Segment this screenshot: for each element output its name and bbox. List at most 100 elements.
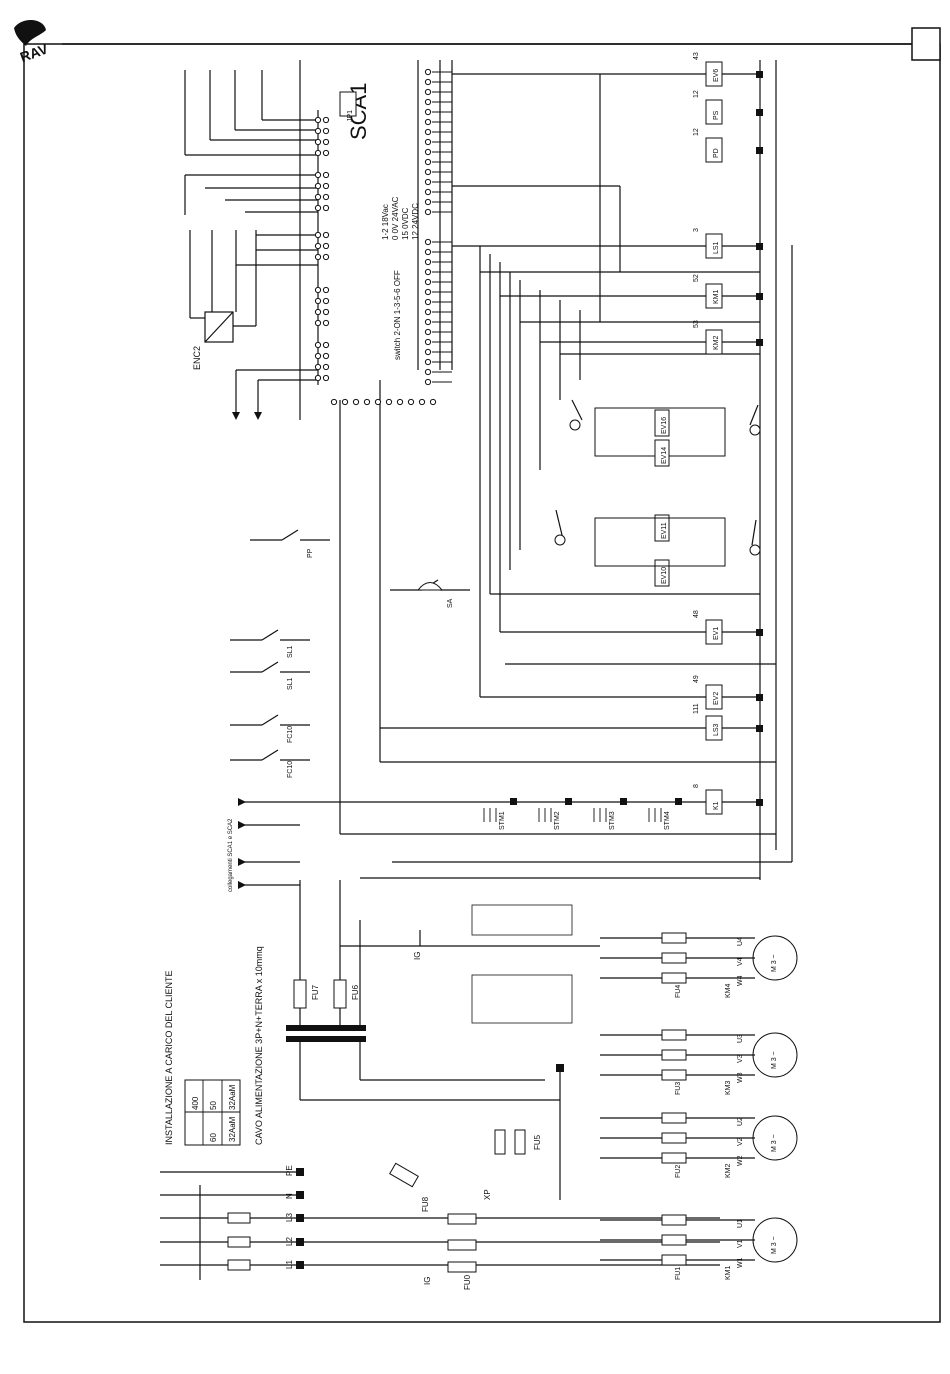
signal-wires (300, 73, 792, 879)
svg-text:JP1: JP1 (347, 110, 354, 122)
terminal-label: N (285, 1193, 294, 1199)
wire-label: 53 (693, 320, 700, 328)
phase-label: V4 (737, 957, 744, 966)
valve-label: EV10 (661, 567, 668, 584)
valve-ev11 (654, 514, 670, 542)
phase-label: V2 (737, 1137, 744, 1146)
svg-text:400: 400 (191, 1096, 200, 1110)
stm-element (648, 808, 662, 822)
misc-labels: FU0 FU5 FU8 XP IG IG (300, 904, 600, 1290)
svg-text:RAV: RAV (18, 40, 51, 65)
valve-label: EV11 (661, 522, 668, 539)
svg-text:FU8: FU8 (421, 1196, 430, 1212)
contactor-label: KM3 (725, 1081, 732, 1096)
motor-label: M 3 ~ (771, 1134, 778, 1152)
svg-text:FU0: FU0 (463, 1274, 472, 1290)
stm-label: STM2 (554, 811, 561, 830)
phase-label: W1 (737, 1257, 744, 1268)
svg-text:FU6: FU6 (351, 984, 360, 1000)
terminal-label: L2 (285, 1237, 294, 1246)
wire-label: 8 (693, 784, 700, 788)
svg-text:collegamenti SCA1 e SCA2: collegamenti SCA1 e SCA2 (228, 818, 234, 892)
device-ps (705, 99, 723, 125)
phase-label: W3 (737, 1072, 744, 1083)
device-label: PS (713, 110, 720, 120)
valve-label: EV14 (661, 447, 668, 464)
device-ev6 (705, 61, 723, 87)
wire-label: 43 (693, 52, 700, 60)
horn-icon (416, 582, 444, 591)
phase-label: W4 (737, 975, 744, 986)
wire-label: 49 (693, 675, 700, 683)
wire-label: 3 (693, 228, 700, 232)
svg-text:INSTALLAZIONE A CARICO DEL CLI: INSTALLAZIONE A CARICO DEL CLIENTE (164, 970, 174, 1145)
svg-text:1-2 18Vac: 1-2 18Vac (381, 204, 390, 240)
device-ls1 (705, 233, 723, 259)
device-label: EV1 (713, 627, 720, 640)
motor-label: M 3 ~ (771, 1236, 778, 1254)
transformer: FU7 FU6 (286, 880, 366, 1100)
svg-text:0 0V 24VAC: 0 0V 24VAC (391, 196, 400, 240)
fuse-label: FU2 (675, 1165, 682, 1178)
terminal-label: L3 (285, 1213, 294, 1222)
device-km1 (705, 283, 723, 309)
svg-text:32AaM: 32AaM (228, 1116, 237, 1142)
page-frame (23, 43, 941, 1323)
device-label: K1 (713, 801, 720, 810)
right-column-devices: EV643PS12PD12LS13KM152KM253EV148EV249LS3… (693, 52, 763, 815)
power-input: L1 L2 L3 N PE (160, 1165, 720, 1280)
motor-label: M 3 ~ (771, 1051, 778, 1069)
stm-element (538, 808, 552, 822)
svg-text:32AaM: 32AaM (228, 1084, 237, 1110)
svg-text:CAVO ALIMENTAZIONE 3P+N+TERRA: CAVO ALIMENTAZIONE 3P+N+TERRA x 10mmq (254, 946, 264, 1145)
device-label: KM2 (713, 336, 720, 351)
fuse-label: FU1 (675, 1267, 682, 1280)
switch-label: PP (307, 548, 314, 558)
wire-label: 111 (693, 703, 700, 714)
svg-text:FU5: FU5 (533, 1134, 542, 1150)
device-ls3 (705, 715, 723, 741)
valve-ev16 (654, 409, 670, 437)
enc2-box (204, 311, 234, 343)
jp-connectors (314, 116, 437, 406)
svg-text:ENC2: ENC2 (192, 346, 202, 370)
device-k1 (705, 789, 723, 815)
switch-label: SL1 (287, 645, 294, 658)
switch-label: FC10 (287, 761, 294, 778)
stm-label: STM1 (499, 811, 506, 830)
fuse-label: FU4 (675, 985, 682, 998)
motor-label: M 3 ~ (771, 954, 778, 972)
terminal-label: PE (285, 1165, 294, 1176)
valve-ev14 (654, 439, 670, 467)
sheet-number-box (911, 27, 941, 61)
terminal-label: L1 (285, 1260, 294, 1269)
switch-label: SA (447, 598, 454, 608)
svg-text:IG: IG (413, 952, 422, 960)
wire-label: 52 (693, 274, 700, 282)
stm-element (483, 808, 497, 822)
wire-label: 48 (693, 610, 700, 618)
svg-text:60: 60 (209, 1133, 218, 1142)
svg-text:IG: IG (423, 1277, 432, 1285)
device-pd (705, 137, 723, 163)
stm-element (593, 808, 607, 822)
device-label: EV2 (713, 692, 720, 705)
wire-label: 12 (693, 90, 700, 98)
phase-label: U1 (737, 1219, 744, 1228)
device-ev2 (705, 684, 723, 710)
device-label: LS3 (713, 723, 720, 736)
device-label: EV6 (713, 69, 720, 82)
svg-text:XP: XP (483, 1189, 492, 1200)
phase-label: U4 (737, 937, 744, 946)
relay-contacts (554, 399, 761, 556)
phase-label: U3 (737, 1034, 744, 1043)
sca1-terminal-block: SCA1 JP1 1-2 18Vac 0 0V 24VAC 15 0VDC 12… (317, 60, 452, 386)
svg-text:15 0VDC: 15 0VDC (401, 207, 410, 240)
fuse-label: FU3 (675, 1082, 682, 1095)
stm-label: STM3 (609, 811, 616, 830)
